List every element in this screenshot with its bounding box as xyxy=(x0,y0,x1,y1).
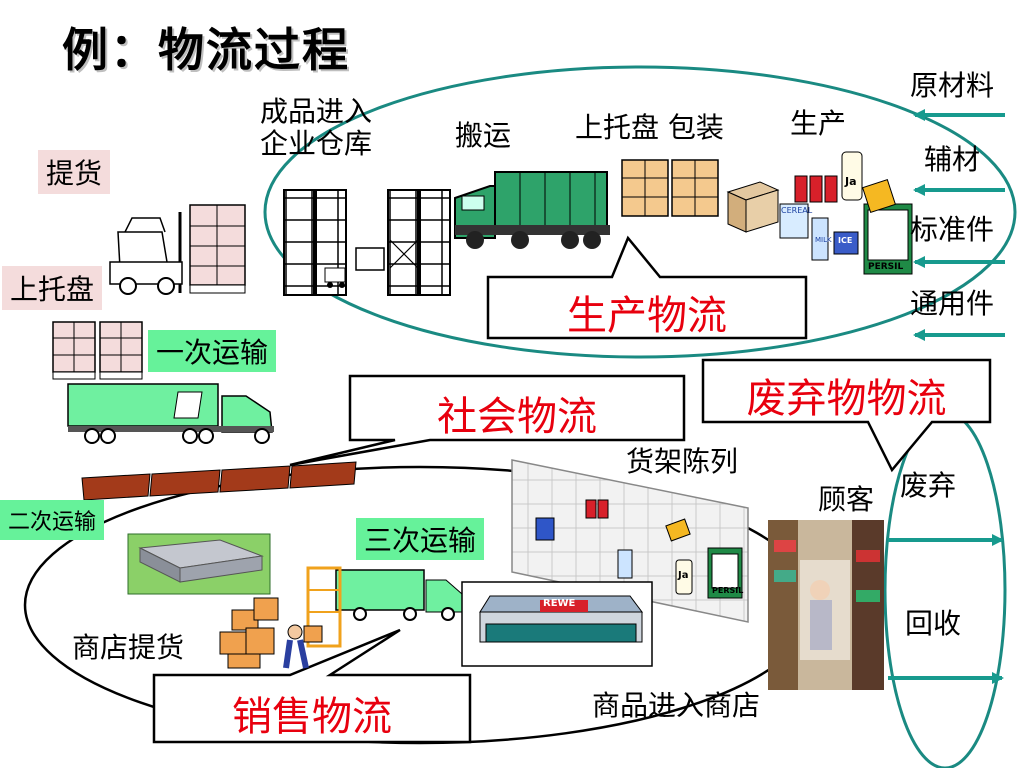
first-transport-truck xyxy=(67,383,274,444)
second-transport-badge: 二次运输 xyxy=(0,500,105,540)
waste-ellipse xyxy=(883,410,1007,768)
sales-callout-box xyxy=(152,628,472,744)
recycle-label: 回收 xyxy=(905,607,962,640)
forklift-with-pallets xyxy=(109,204,246,295)
production-logistics-title: 生产物流 xyxy=(567,293,727,339)
social-logistics-title: 社会物流 xyxy=(437,394,597,440)
page-title: 例：物流过程 xyxy=(62,23,350,77)
warehouse-label: 成品进入 企业仓库 xyxy=(260,95,373,161)
supermarket-photo xyxy=(768,520,884,690)
input-label-raw-materials: 原材料 xyxy=(910,69,995,102)
shelf-display-label: 货架陈列 xyxy=(626,445,739,478)
product-cluster-production xyxy=(779,151,913,275)
ja-label-shelf: Ja xyxy=(678,570,689,581)
pickup-badge: 提货 xyxy=(38,150,111,194)
railcars xyxy=(81,461,357,501)
rewe-store xyxy=(461,581,653,667)
social-callout-box xyxy=(289,374,686,467)
persil-label-shelf: PERSIL xyxy=(712,586,744,595)
input-label-standard-parts: 标准件 xyxy=(910,213,995,246)
input-label-auxiliary: 辅材 xyxy=(924,143,981,176)
third-transport-truck xyxy=(306,566,463,648)
enter-store-label: 商品进入商店 xyxy=(592,689,761,722)
pallet-pair-left xyxy=(52,321,143,380)
ja-label: Ja xyxy=(845,175,857,188)
cardboard-box xyxy=(726,181,780,233)
production-truck xyxy=(454,171,610,249)
third-transport-badge: 三次运输 xyxy=(356,518,485,560)
waste-callout-box xyxy=(701,358,992,473)
transport-label: 搬运 xyxy=(455,119,512,152)
palletize-badge: 上托盘 xyxy=(2,266,103,310)
production-ellipse xyxy=(263,65,1017,359)
persil-label: PERSIL xyxy=(868,262,904,272)
first-transport-badge: 一次运输 xyxy=(148,330,277,372)
store-sign: REWE xyxy=(543,598,576,609)
milk-label: MILK xyxy=(815,236,832,244)
distribution-center xyxy=(127,533,271,595)
input-label-general-parts: 通用件 xyxy=(910,287,995,320)
pallet-pack-label: 上托盘 包装 xyxy=(575,111,724,144)
production-callout-box xyxy=(486,235,808,340)
waste-logistics-title: 废弃物物流 xyxy=(746,376,947,422)
pallet-boxes-production xyxy=(621,159,719,217)
produce-label: 生产 xyxy=(790,107,847,140)
discard-label: 废弃 xyxy=(900,469,957,502)
cereal-label: CEREAL xyxy=(781,206,813,215)
store-pickup-label: 商店提货 xyxy=(72,631,185,664)
sales-logistics-title: 销售物流 xyxy=(232,694,392,740)
ice-label: ICE xyxy=(838,236,853,245)
warehouse-racks xyxy=(283,189,451,296)
workers-with-boxes xyxy=(219,597,323,669)
customer-label: 顾客 xyxy=(818,483,875,516)
